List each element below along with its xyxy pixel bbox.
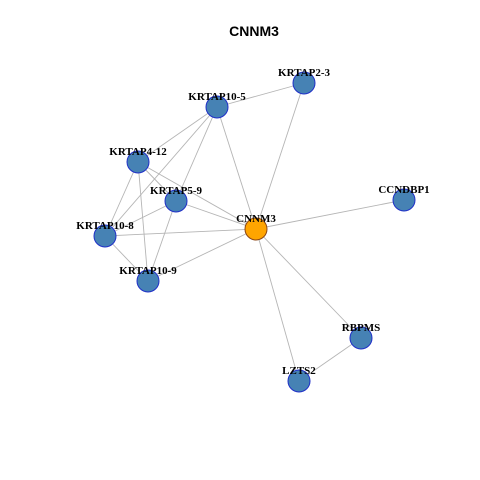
edge-krtap2-3-krtap10-5 <box>216 82 305 108</box>
edge-cnnm3-lzts2 <box>255 228 300 382</box>
node-krtap4-12 <box>126 150 150 174</box>
edge-krtap10-5-krtap4-12 <box>137 106 218 163</box>
node-krtap2-3 <box>292 71 316 95</box>
node-lzts2 <box>287 369 311 393</box>
edge-cnnm3-krtap10-5 <box>216 106 257 230</box>
edge-cnnm3-krtap2-3 <box>255 82 305 230</box>
edge-cnnm3-krtap4-12 <box>137 161 257 230</box>
node-krtap10-5 <box>205 95 229 119</box>
node-layer <box>93 71 416 393</box>
node-label-krtap5-9: KRTAP5-9 <box>150 185 202 197</box>
edge-rbpms-lzts2 <box>298 337 362 382</box>
node-label-lzts2: LZTS2 <box>282 365 316 377</box>
edge-krtap5-9-krtap10-9 <box>147 200 177 282</box>
edge-cnnm3-krtap10-9 <box>147 228 257 282</box>
edge-cnnm3-rbpms <box>255 228 362 339</box>
diagram-title: CNNM3 <box>229 23 279 39</box>
edge-krtap10-5-krtap10-8 <box>104 106 218 237</box>
edge-cnnm3-krtap5-9 <box>175 200 257 230</box>
edge-krtap10-5-krtap5-9 <box>175 106 218 202</box>
node-krtap10-9 <box>136 269 160 293</box>
edge-krtap4-12-krtap10-8 <box>104 161 139 237</box>
node-label-krtap4-12: KRTAP4-12 <box>109 146 167 158</box>
node-label-krtap10-8: KRTAP10-8 <box>76 220 134 232</box>
label-layer: CNNM3 KRTAP2-3KRTAP10-5KRTAP4-12KRTAP5-9K… <box>76 67 429 377</box>
node-label-krtap10-5: KRTAP10-5 <box>188 91 246 103</box>
node-ccndbp1 <box>392 188 416 212</box>
node-krtap10-8 <box>93 224 117 248</box>
edge-cnnm3-krtap10-8 <box>104 228 257 237</box>
edge-krtap4-12-krtap10-9 <box>137 161 149 282</box>
node-label-ccndbp1: CCNDBP1 <box>378 184 429 196</box>
edge-cnnm3-ccndbp1 <box>255 199 405 230</box>
node-label-rbpms: RBPMS <box>342 322 381 334</box>
edge-krtap5-9-krtap10-8 <box>104 200 177 237</box>
node-label-cnnm3: CNNM3 <box>236 213 276 225</box>
node-rbpms <box>349 326 373 350</box>
node-cnnm3 <box>244 217 268 241</box>
node-label-krtap10-9: KRTAP10-9 <box>119 265 177 277</box>
node-krtap5-9 <box>164 189 188 213</box>
node-label-krtap2-3: KRTAP2-3 <box>278 67 330 79</box>
